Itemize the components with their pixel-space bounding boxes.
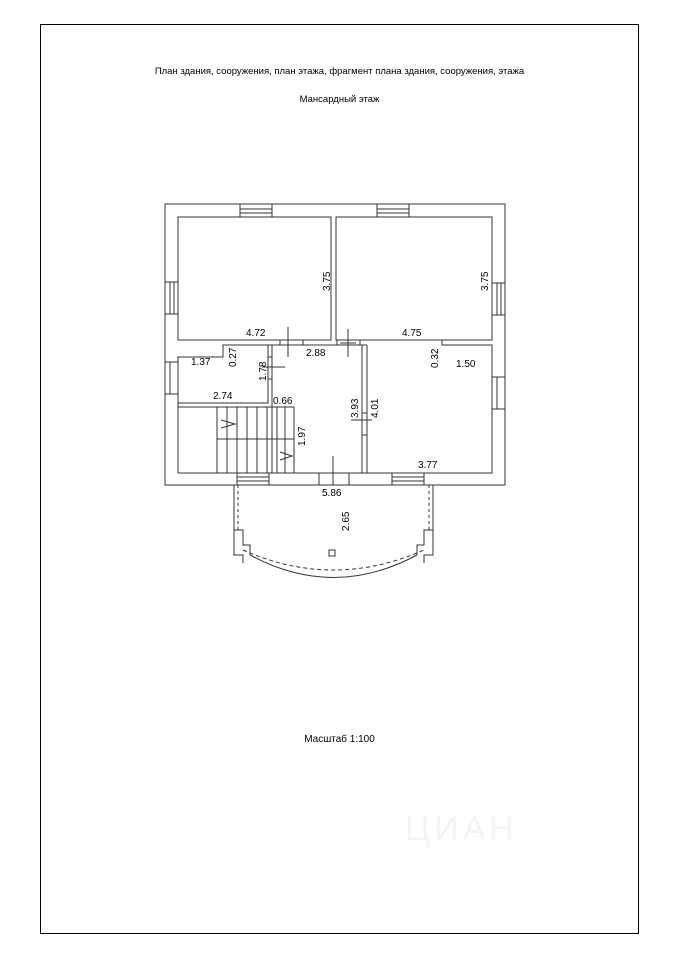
lower-interior xyxy=(177,340,493,474)
room-top-left xyxy=(177,216,332,341)
dim-room1-height: 3.75 xyxy=(322,271,333,291)
interior-walls xyxy=(178,345,368,473)
document-title: План здания, сооружения, план этажа, фра… xyxy=(154,66,525,77)
dim-corridor-width: 2.88 xyxy=(306,348,326,359)
staircase xyxy=(216,406,295,474)
scale-label: Масштаб 1:100 xyxy=(304,734,375,745)
dim-corridor-len2: 4.01 xyxy=(370,398,381,418)
dim-corridor-len1: 3.93 xyxy=(350,398,361,418)
dim-balcony-depth: 2.65 xyxy=(341,511,352,531)
dim-small-width: 1.37 xyxy=(191,357,211,368)
dim-right-width: 1.50 xyxy=(456,359,476,370)
dim-room2-width: 4.75 xyxy=(402,328,422,339)
dim-small-bottom: 2.74 xyxy=(213,391,233,402)
room-top-right xyxy=(335,216,493,341)
drawing-frame xyxy=(40,24,639,934)
dim-stair-len: 1.97 xyxy=(297,426,308,446)
dim-small-door: 1.78 xyxy=(258,361,269,381)
dim-right-bottom: 3.77 xyxy=(418,460,438,471)
dim-stair-gap: 0.66 xyxy=(273,396,293,407)
dim-small-offset: 0.27 xyxy=(228,347,239,367)
dim-room2-height: 3.75 xyxy=(480,271,491,291)
floor-name: Мансардный этаж xyxy=(299,94,380,105)
dim-front-width: 5.86 xyxy=(322,488,342,499)
dim-room1-width: 4.72 xyxy=(246,328,266,339)
balcony xyxy=(233,485,434,578)
windows xyxy=(164,203,506,486)
dim-right-offset: 0.32 xyxy=(430,348,441,368)
watermark-logo: ЦИАН xyxy=(405,810,518,848)
